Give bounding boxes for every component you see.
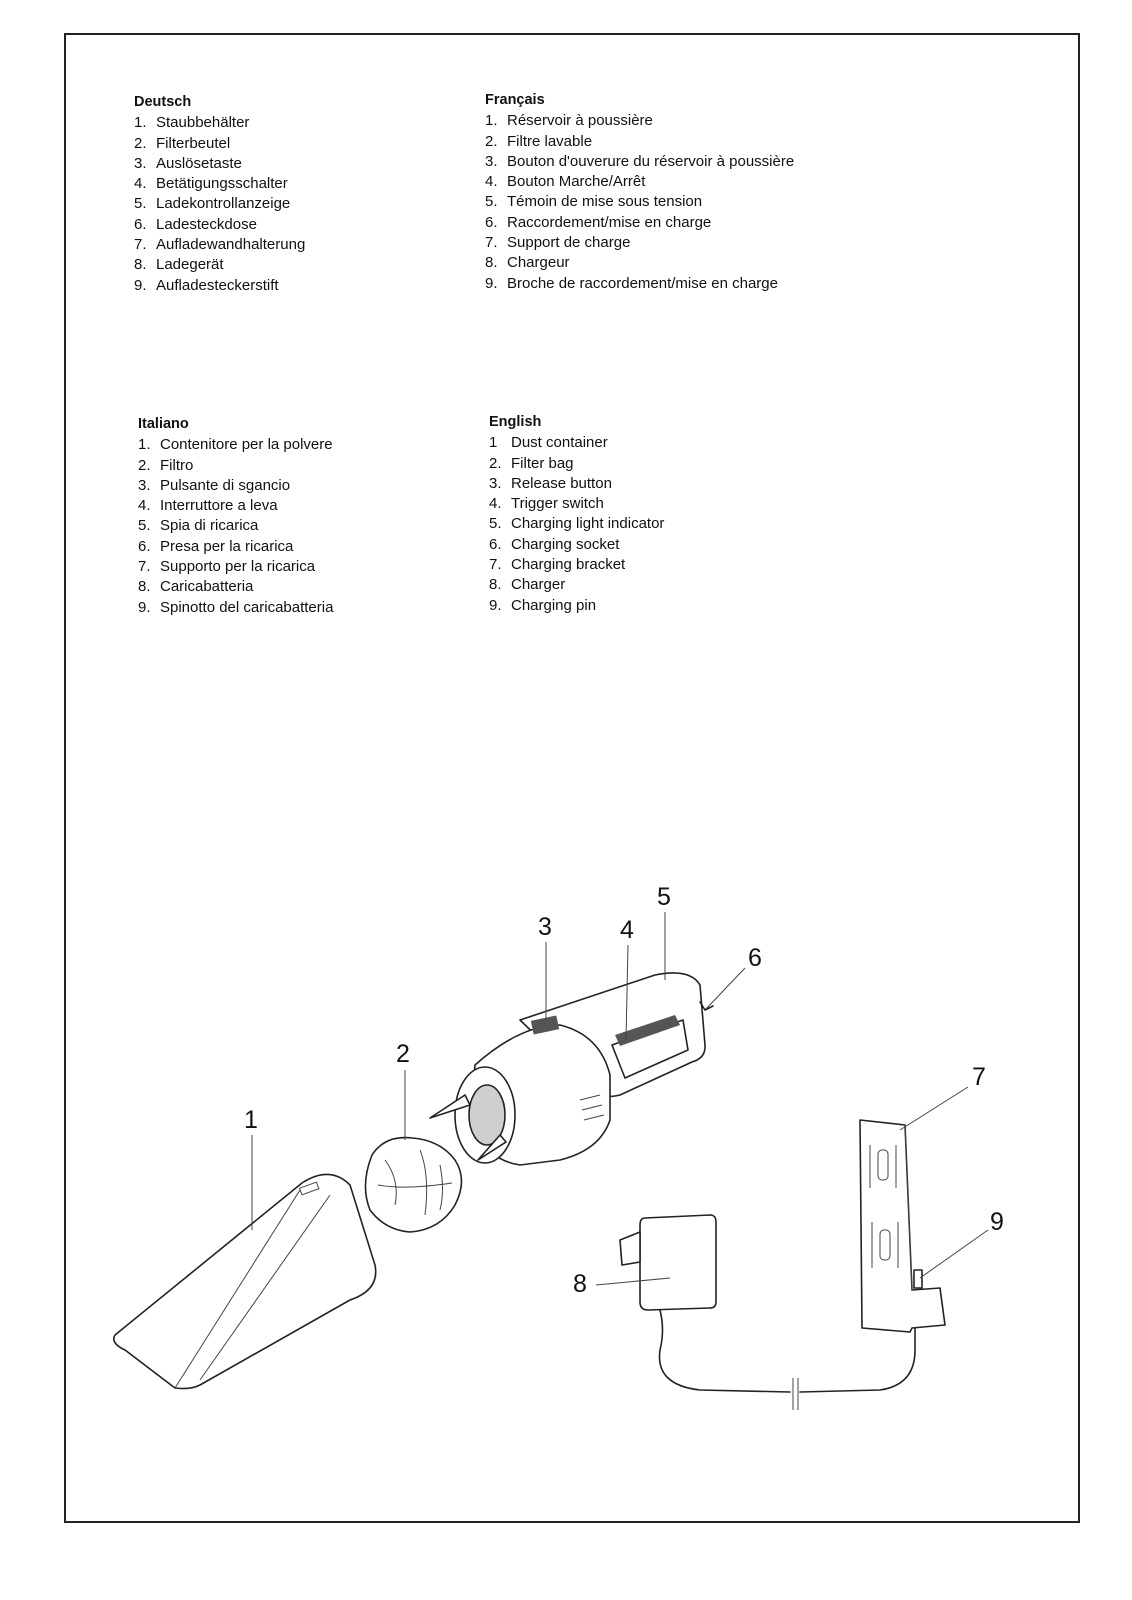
list-item: 1.Réservoir à poussière [485,112,653,130]
callout-7: 7 [972,1063,986,1091]
callout-5: 5 [657,883,671,911]
list-item: 3.Bouton d'ouverure du réservoir à pouss… [485,152,795,170]
list-item: 2.Filtre lavable [485,132,593,150]
section-italiano: Italiano 1.Contenitore per la polvere 2.… [138,414,333,618]
list-item: 8.Ladegerät [134,256,224,274]
dust-container-illustration [112,1173,377,1390]
list-item: 7.Supporto per la ricarica [138,558,316,576]
callout-2: 2 [396,1040,410,1068]
section-title: Deutsch [134,94,192,110]
list-item: 9.Aufladesteckerstift [134,276,279,294]
vacuum-body-illustration [429,972,706,1166]
callout-1: 1 [244,1106,258,1134]
list-item: 5.Spia di ricarica [138,517,259,535]
list-item: 9.Spinotto del caricabatteria [138,598,334,616]
callout-6: 6 [748,944,762,972]
list-item: 7.Charging bracket [489,556,626,574]
section-title: Français [485,92,545,108]
list-item: 8.Charger [489,576,566,594]
callout-8: 8 [573,1270,587,1298]
section-deutsch: Deutsch 1.Staubbehälter 2.Filterbeutel 3… [134,92,305,296]
list-item: 9.Charging pin [489,596,597,614]
list-item: 3.Auslösetaste [134,154,242,172]
list-item: 6.Raccordement/mise en charge [485,213,712,231]
list-item: 1.Contenitore per la polvere [138,436,333,454]
list-item: 6.Ladesteckdose [134,215,257,233]
list-item: 4.Bouton Marche/Arrêt [485,173,646,191]
list-item: 3.Release button [489,474,612,492]
callout-leaders [251,912,989,1286]
wall-bracket-illustration [859,1119,946,1333]
list-item: 1.Staubbehälter [134,114,250,132]
list-item: 2.Filter bag [489,454,574,472]
list-item: 7.Support de charge [485,234,631,252]
list-item: 4.Interruttore a leva [138,497,278,515]
list-item: 2.Filterbeutel [134,134,231,152]
section-title: Italiano [138,416,189,432]
list-item: 8.Chargeur [485,254,570,272]
charger-illustration [619,1214,916,1410]
list-item: 5.Témoin de mise sous tension [485,193,703,211]
parts-list: 1.Staubbehälter 2.Filterbeutel 3.Auslöse… [134,113,305,296]
callout-4: 4 [620,916,634,944]
callout-3: 3 [538,913,552,941]
list-item: 6.Presa per la ricarica [138,537,294,555]
section-title: English [489,414,542,430]
parts-list: 1.Réservoir à poussière 2.Filtre lavable… [485,111,794,294]
list-item: 5.Ladekontrollanzeige [134,195,291,213]
list-item: 5.Charging light indicator [489,515,665,533]
list-item: 8.Caricabatteria [138,578,254,596]
list-item: 9.Broche de raccordement/mise en charge [485,274,778,292]
list-item: 3.Pulsante di sgancio [138,476,291,494]
section-francais: Français 1.Réservoir à poussière 2.Filtr… [485,90,794,294]
list-item: 6.Charging socket [489,535,620,553]
list-item: 4.Trigger switch [489,495,604,513]
filter-bag-illustration [364,1136,463,1233]
callout-9: 9 [990,1208,1004,1236]
list-item: 2.Filtro [138,456,194,474]
list-item: 7.Aufladewandhalterung [134,236,306,254]
list-item: 4.Betätigungsschalter [134,175,288,193]
parts-list: 1.Contenitore per la polvere 2.Filtro 3.… [138,435,333,618]
page-border [64,33,1080,1523]
